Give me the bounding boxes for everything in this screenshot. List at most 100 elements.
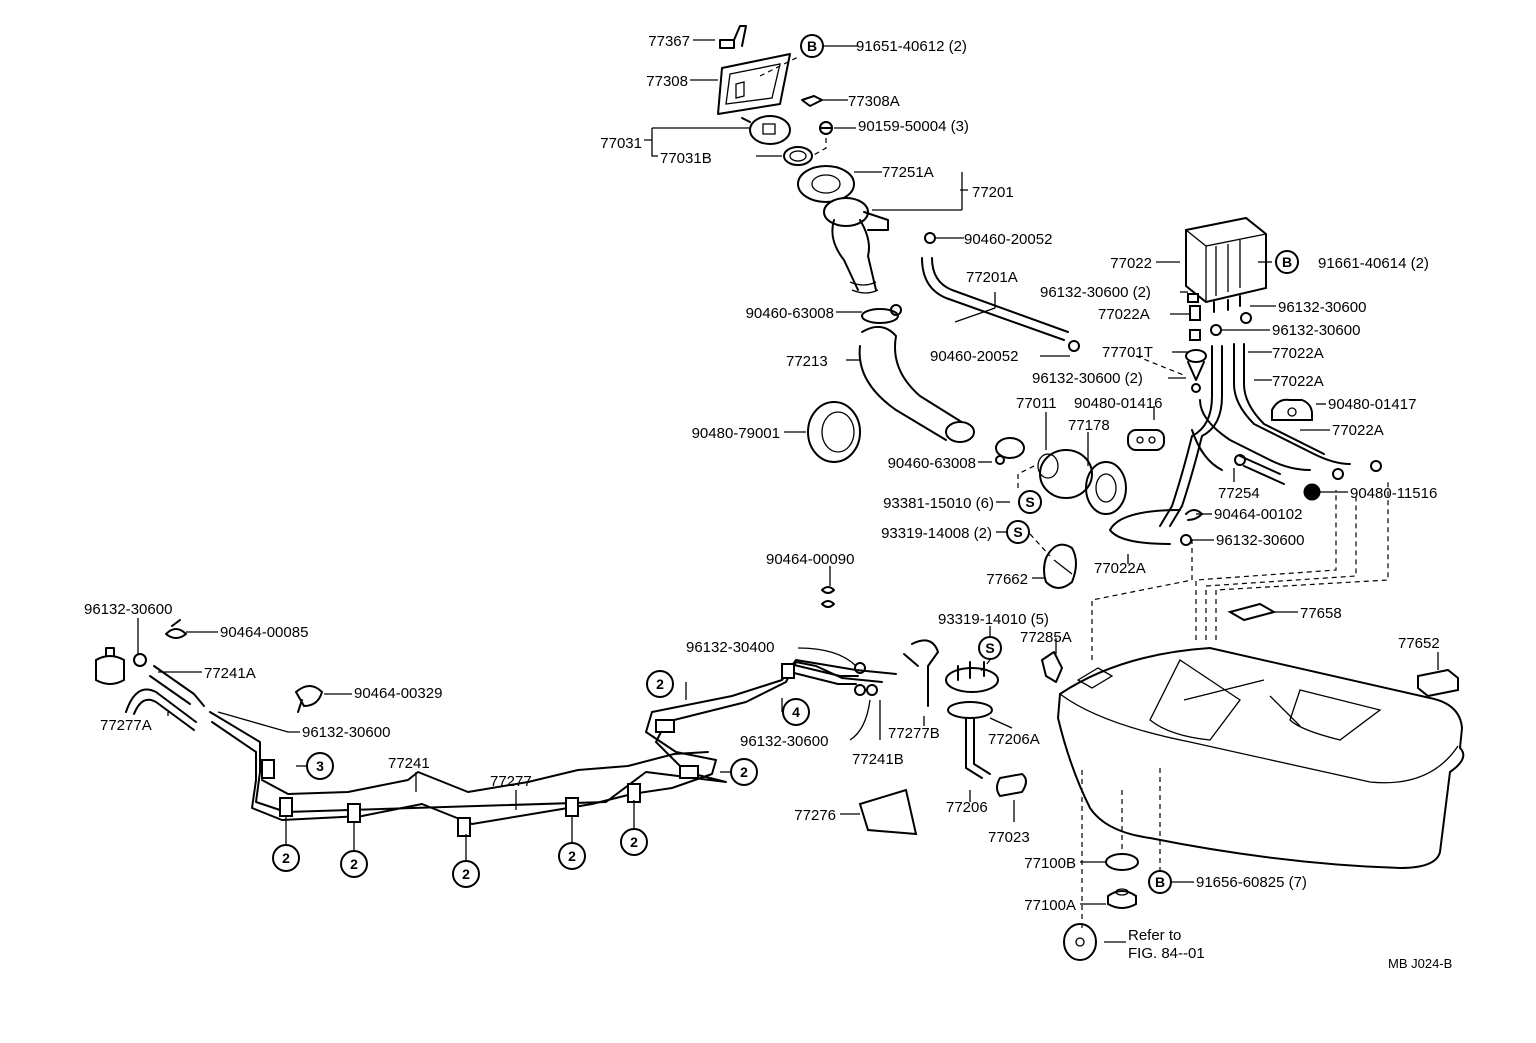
part-96132-clip-left [133,653,147,667]
label-77251A: 77251A [882,164,934,181]
marker-S-93319-5: S [978,636,1002,660]
marker-S-93319-2: S [1006,520,1030,544]
marker-3-text: 3 [316,758,324,774]
part-77308-fuel-lid [717,53,791,115]
label-96132-30400: 96132-30400 [686,639,774,656]
label-90460-63008-a: 90460-63008 [746,305,834,322]
label-96132-30600-mid: 96132-30600 [302,724,390,741]
marker-2-d: 2 [340,850,368,878]
label-96132-30600-r2: 96132-30600 [1272,322,1360,339]
part-77206-pipe [965,717,991,779]
label-77031B: 77031B [660,150,712,167]
part-77201-filler-neck [823,197,889,294]
part-77251A-plate [797,165,855,203]
refer-note-line1: Refer to [1128,927,1181,944]
label-90464-00329: 90464-00329 [354,685,442,702]
marker-B-91651: B [800,34,824,58]
part-77011-inlet [1037,449,1093,499]
label-90464-00085: 90464-00085 [220,624,308,641]
part-77100A-cushion [1107,888,1137,909]
marker-2-a: 2 [646,670,674,698]
marker-2-text: 2 [740,764,748,780]
part-77277A-hose [125,688,197,731]
label-77241B: 77241B [852,751,904,768]
part-77241A-hose [149,665,205,707]
part-77022-canister [1185,216,1267,313]
label-77022A-c: 77022A [1272,373,1324,390]
marker-2-text: 2 [282,850,290,866]
marker-2-b: 2 [730,758,758,786]
label-93381-15010: 93381-15010 (6) [883,495,994,512]
label-77367: 77367 [648,33,690,50]
label-90460-63008-b: 90460-63008 [888,455,976,472]
tank-mounting-dashes [1081,480,1389,930]
marker-S-text: S [1013,524,1022,540]
part-77367-clip [719,25,747,49]
part-90460-63008-clamp [861,304,902,324]
marker-B-text: B [807,38,817,54]
part-77031-fuel-cap [741,115,791,145]
part-fuel-filter-left [95,647,125,685]
label-77022: 77022 [1110,255,1152,272]
marker-2-text: 2 [630,834,638,850]
part-fuel-tank [1056,646,1465,870]
marker-B-text: B [1282,254,1292,270]
label-77201A: 77201A [966,269,1018,286]
part-77213-filler-hose [858,325,975,443]
part-77285A-bracket [1041,651,1063,683]
label-90480-01417: 90480-01417 [1328,396,1416,413]
label-77022A-e: 77022A [1094,560,1146,577]
part-77652-pad [1417,668,1459,698]
label-90460-20052-a: 90460-20052 [964,231,1052,248]
marker-2-f: 2 [558,842,586,870]
marker-2-c: 2 [272,844,300,872]
label-77022A-d: 77022A [1332,422,1384,439]
part-90464-00085-clip [165,619,187,639]
marker-S-text: S [985,640,994,656]
part-fig84-disc [1063,923,1097,961]
part-90480-79001-grommet [807,401,861,463]
label-77213: 77213 [786,353,828,370]
label-96132-30600-low: 96132-30600 [740,733,828,750]
label-77201: 77201 [972,184,1014,201]
marker-4: 4 [782,698,810,726]
label-77254: 77254 [1218,485,1260,502]
marker-2-text: 2 [656,676,664,692]
label-77206: 77206 [946,799,988,816]
part-90464-00329-clip [294,685,324,713]
marker-2-g: 2 [620,828,648,856]
leader-lines [137,39,1439,943]
label-91656-60825: 91656-60825 (7) [1196,874,1307,891]
label-90480-11516: 90480-11516 [1350,485,1437,502]
label-77277A: 77277A [100,717,152,734]
label-77206A: 77206A [988,731,1040,748]
part-77206A-gasket [947,701,993,719]
label-93319-14010: 93319-14010 (5) [938,611,1049,628]
marker-2-text: 2 [568,848,576,864]
part-77662-strap [1043,543,1077,589]
diagram-code: MB J024-B [1388,956,1452,971]
marker-2-e: 2 [452,860,480,888]
part-77201A-breather-hose [921,257,1069,341]
label-90464-00090: 90464-00090 [766,551,854,568]
label-96132-30600-2a: 96132-30600 (2) [1040,284,1151,301]
part-77023-filter [996,772,1027,798]
part-77308A-spring [801,95,823,107]
label-77277B: 77277B [888,725,940,742]
label-77031: 77031 [600,135,642,152]
label-96132-30600-r1: 96132-30600 [1278,299,1366,316]
marker-B-91656: B [1148,870,1172,894]
part-77701T-check-valve [1185,349,1207,393]
label-90464-00102: 90464-00102 [1214,506,1302,523]
label-90480-79001: 90480-79001 [692,425,780,442]
label-77011: 77011 [1016,395,1057,412]
marker-4-text: 4 [792,704,800,720]
label-77277: 77277 [490,773,532,790]
label-77276: 77276 [794,807,836,824]
part-96132-30400-lines [789,662,878,696]
label-93319-14008: 93319-14008 (2) [881,525,992,542]
label-77308: 77308 [646,73,688,90]
marker-S-text: S [1025,494,1034,510]
label-77285A: 77285A [1020,629,1072,646]
part-77100B-cushion [1105,853,1139,871]
